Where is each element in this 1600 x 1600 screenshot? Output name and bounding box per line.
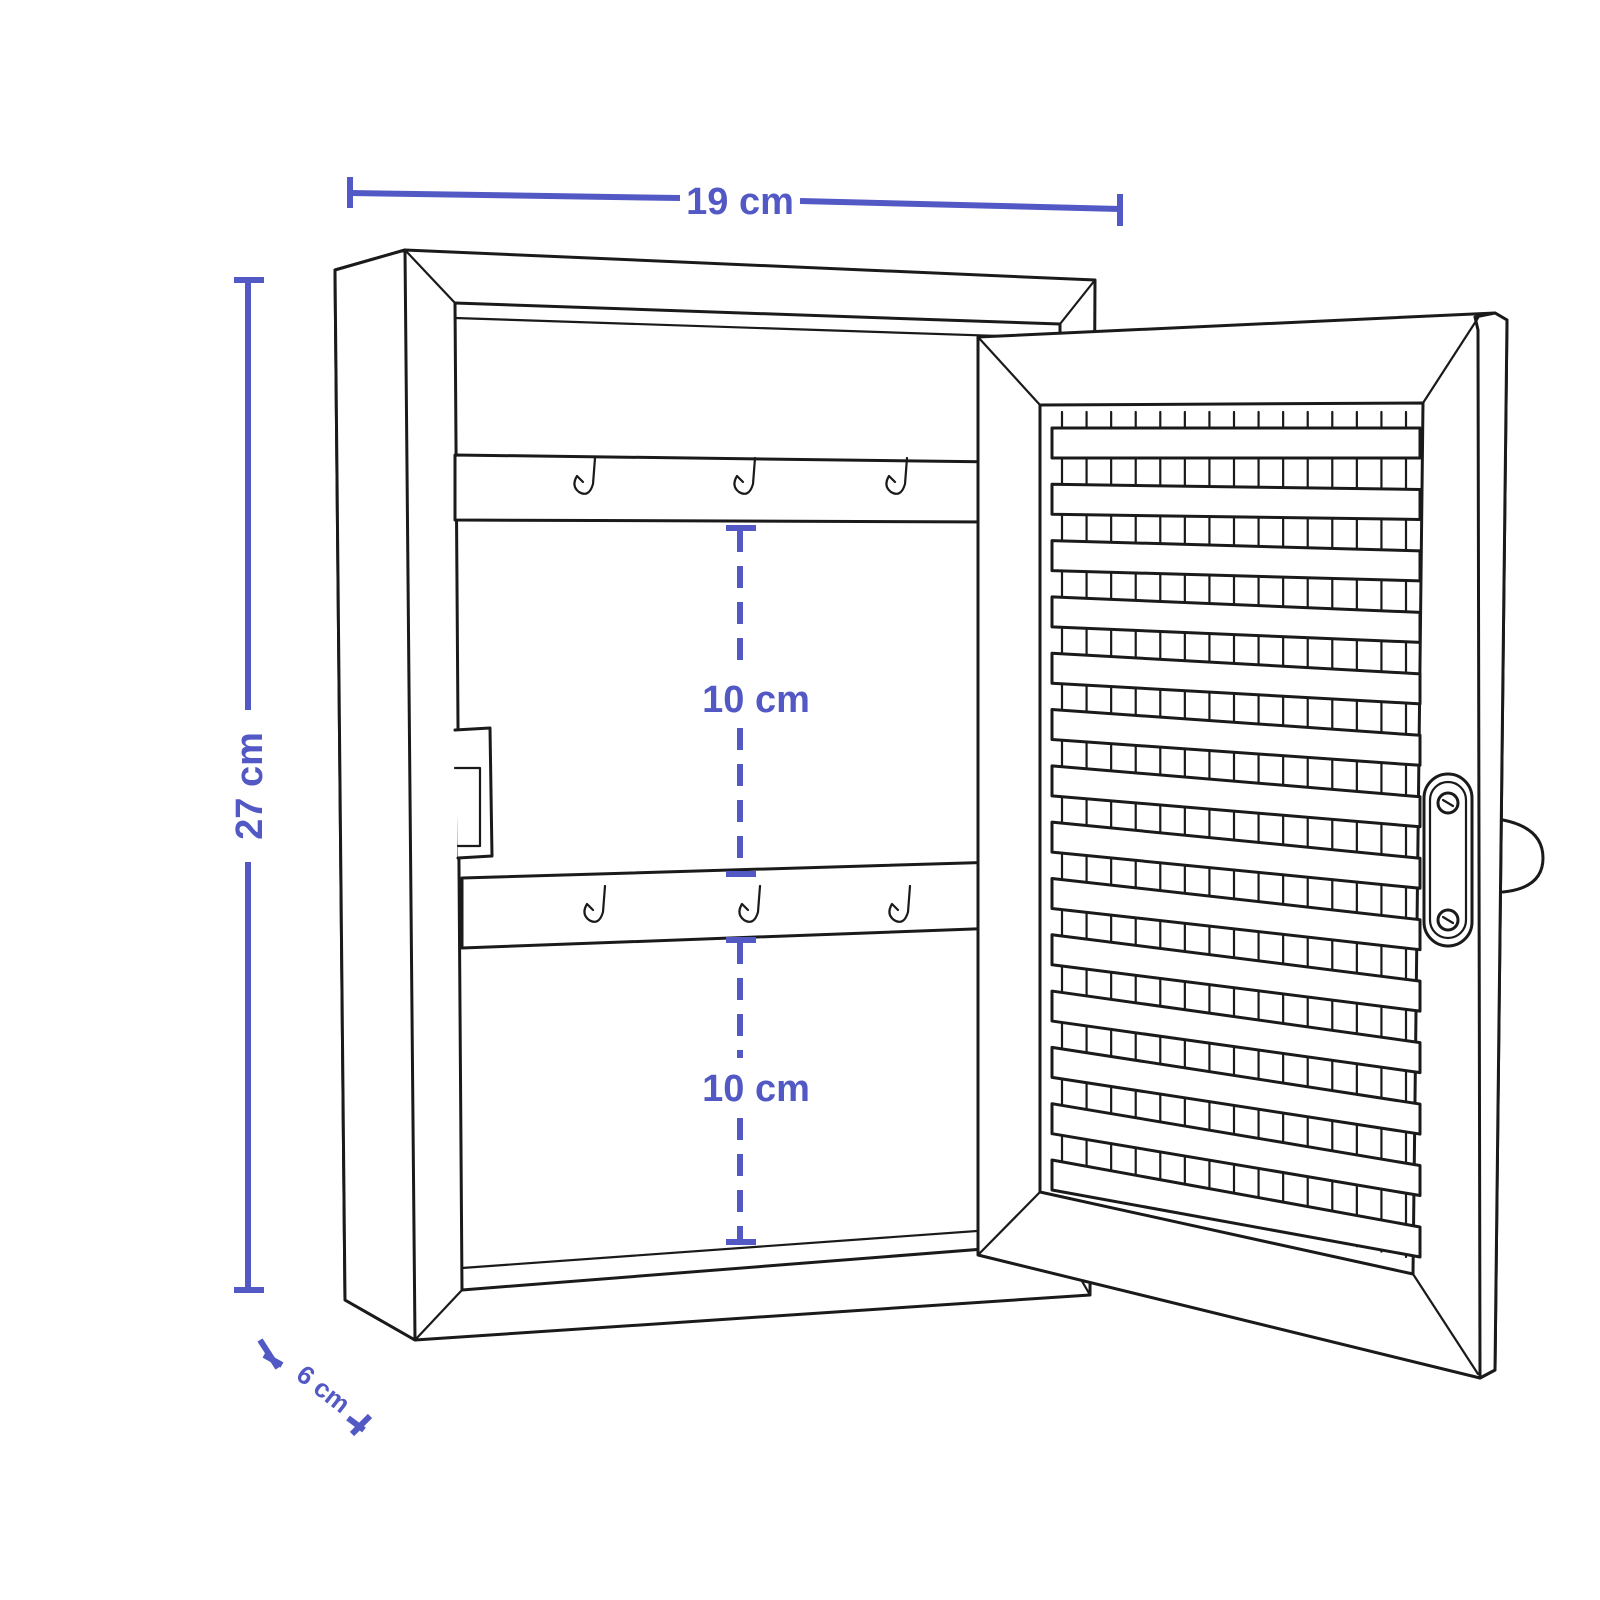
hook-spacing-upper-label: 10 cm bbox=[702, 679, 810, 721]
hook-spacing-lower-dimension: 10 cm bbox=[702, 937, 810, 1245]
lock-plate bbox=[1422, 772, 1474, 948]
key-hook-icon bbox=[888, 884, 912, 923]
latch-catch bbox=[453, 726, 494, 860]
door-slat bbox=[1050, 876, 1422, 952]
key-hook-icon bbox=[885, 456, 909, 495]
cabinet-left-side bbox=[333, 248, 417, 1342]
hooks bbox=[573, 456, 912, 923]
door-slat bbox=[1050, 708, 1422, 767]
height-label: 27 cm bbox=[229, 732, 271, 840]
door-key-grid bbox=[1050, 410, 1422, 1259]
door-slat bbox=[1050, 595, 1422, 644]
key-hook-icon bbox=[733, 456, 757, 495]
hook-spacing-lower-label: 10 cm bbox=[702, 1068, 810, 1110]
door-slat bbox=[1050, 482, 1422, 521]
door-slat bbox=[1050, 933, 1422, 1013]
door-slat bbox=[1050, 651, 1422, 706]
height-dimension: 27 cm bbox=[229, 277, 271, 1293]
cabinet-inner-opening bbox=[453, 301, 1062, 1292]
door-knob bbox=[1501, 818, 1545, 894]
hook-spacing-upper-dimension: 10 cm bbox=[702, 525, 810, 877]
door-slat bbox=[1050, 820, 1422, 890]
depth-dimension: 6 cm bbox=[257, 1338, 373, 1437]
width-label: 19 cm bbox=[686, 181, 794, 223]
cabinet-door bbox=[976, 311, 1545, 1380]
hook-rail-upper bbox=[453, 453, 1002, 524]
dimension-annotations: 19 cm 27 cm 6 cm 10 cm bbox=[229, 177, 1123, 1437]
key-hook-icon bbox=[583, 884, 607, 923]
depth-label: 6 cm bbox=[291, 1359, 356, 1419]
door-slat bbox=[1050, 764, 1422, 829]
key-hook-icon bbox=[573, 456, 597, 495]
key-hook-icon bbox=[738, 884, 762, 923]
door-slat bbox=[1050, 539, 1422, 583]
cabinet-body bbox=[333, 248, 1097, 1342]
door-edge bbox=[1473, 311, 1509, 1380]
door-slat bbox=[1050, 989, 1422, 1075]
door-slat bbox=[1050, 1158, 1422, 1259]
width-dimension: 19 cm bbox=[347, 177, 1123, 226]
door-slat bbox=[1050, 1102, 1422, 1198]
door-slat bbox=[1050, 426, 1422, 460]
door-slat bbox=[1050, 1045, 1422, 1136]
